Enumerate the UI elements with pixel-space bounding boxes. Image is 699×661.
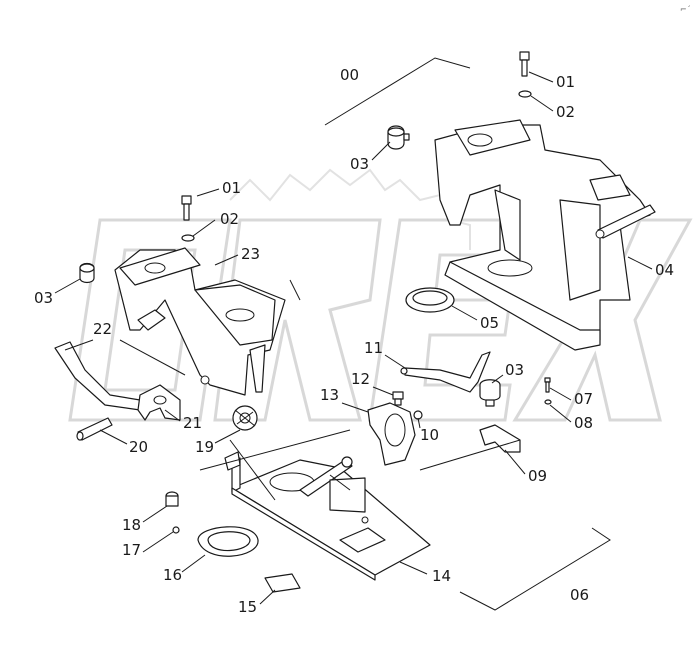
part-01-bolt-right: [519, 51, 530, 77]
label-19: 19: [195, 438, 214, 456]
callout-labels: 00 01 02 03 04 05 01 02 23 03 22 11 03 1…: [34, 66, 674, 616]
part-03-knob-mid: [479, 379, 501, 407]
label-03-middle: 03: [505, 361, 524, 379]
part-21-pivot-bracket: [137, 384, 181, 421]
label-05: 05: [480, 314, 499, 332]
label-16: 16: [163, 566, 182, 584]
part-02-washer-right: [518, 90, 532, 98]
label-01-upper-left: 01: [222, 179, 241, 197]
label-23: 23: [241, 245, 260, 263]
label-20: 20: [129, 438, 148, 456]
label-14: 14: [432, 567, 451, 585]
part-03-bumper-left: [79, 262, 95, 284]
part-11-link-rod: [400, 351, 491, 393]
guide-lines: [119, 279, 521, 501]
label-00: 00: [340, 66, 359, 84]
part-02-washer-left: [181, 234, 195, 242]
part-23-pedal-housing-left: [114, 247, 286, 396]
corner-mark: ⌐´: [680, 4, 691, 14]
label-04: 04: [655, 261, 674, 279]
label-17: 17: [122, 541, 141, 559]
label-22: 22: [93, 320, 112, 338]
part-20-pin: [76, 417, 113, 441]
label-02-upper-left: 02: [220, 210, 239, 228]
part-06-assembly-bracket: [459, 527, 611, 611]
label-03-left: 03: [34, 289, 53, 307]
label-12: 12: [351, 370, 370, 388]
label-07: 07: [574, 390, 593, 408]
part-00-assembly-bracket: [324, 57, 471, 126]
part-18-knob-small: [165, 491, 179, 507]
watermark-gear: [229, 168, 471, 250]
label-06: 06: [570, 586, 589, 604]
part-04-pedal-housing-right: [434, 119, 656, 351]
label-01-upper-right: 01: [556, 73, 575, 91]
label-18: 18: [122, 516, 141, 534]
part-15-small-pad: [264, 573, 301, 593]
part-22-pedal-arm: [54, 341, 141, 411]
label-03-upper-right: 03: [350, 155, 369, 173]
label-11: 11: [364, 339, 383, 357]
part-19-spring-roller: [232, 405, 258, 431]
label-08: 08: [574, 414, 593, 432]
label-10: 10: [420, 426, 439, 444]
part-01-bolt-left: [181, 195, 192, 221]
part-17-nut-small: [172, 526, 180, 534]
part-13-cam-plate: [367, 402, 416, 466]
part-03-bumper-right: [387, 125, 410, 150]
part-14-base-plate: [224, 451, 431, 581]
part-10-nut: [413, 410, 423, 420]
part-05-rubber-ring: [405, 287, 455, 313]
label-13: 13: [320, 386, 339, 404]
part-16-rubber-gasket: [197, 526, 259, 557]
label-02-upper-right: 02: [556, 103, 575, 121]
part-07-screw-small: [544, 377, 551, 393]
leader-lines: [54, 71, 653, 605]
part-09-angle-bracket: [479, 424, 521, 453]
label-09: 09: [528, 467, 547, 485]
label-21: 21: [183, 414, 202, 432]
part-08-washer-small: [544, 399, 552, 405]
part-12-screw: [392, 391, 404, 406]
label-15: 15: [238, 598, 257, 616]
